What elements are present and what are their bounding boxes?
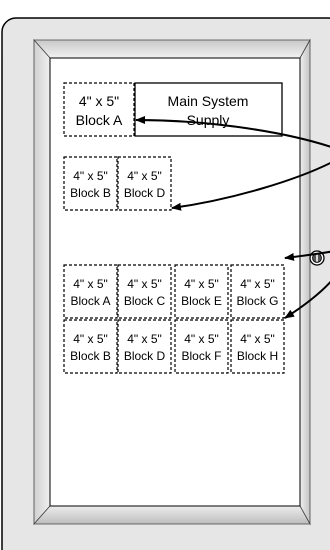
block-label: Block G <box>236 294 278 308</box>
bevel-right <box>299 38 311 526</box>
arrow-to-block-h <box>284 280 330 319</box>
block-outline <box>174 264 229 319</box>
block-size: 4" x 5" <box>184 277 219 291</box>
block-outline <box>63 82 135 137</box>
block-label: Block D <box>124 186 166 200</box>
block-outline <box>63 319 118 374</box>
block-row1-e: 4" x 5" Block E <box>174 264 229 319</box>
block-label: Block B <box>70 349 111 363</box>
block-outline <box>117 156 172 211</box>
block-top-d: 4" x 5" Block D <box>117 156 172 211</box>
block-label: Block E <box>181 294 222 308</box>
block-row-2: 4" x 5" Block B 4" x 5" Block D 4" x 5" … <box>63 319 285 374</box>
block-size: 4" x 5" <box>79 93 119 109</box>
block-row-1: 4" x 5" Block A 4" x 5" Block C 4" x 5" … <box>63 264 285 319</box>
block-size: 4" x 5" <box>240 332 275 346</box>
block-row2-d: 4" x 5" Block D <box>117 319 172 374</box>
arrows <box>135 116 330 319</box>
main-system-supply: Main System Supply <box>134 82 283 137</box>
bevel-top <box>33 39 311 59</box>
main-supply-box <box>134 82 283 137</box>
bevel-left <box>33 38 51 526</box>
block-size: 4" x 5" <box>127 169 162 183</box>
block-label: Block C <box>124 294 166 308</box>
block-label: Block F <box>181 349 221 363</box>
block-row1-g: 4" x 5" Block G <box>230 264 285 319</box>
block-size: 4" x 5" <box>184 332 219 346</box>
block-size: 4" x 5" <box>127 277 162 291</box>
arrow-to-top-block-a <box>135 116 330 148</box>
block-size: 4" x 5" <box>240 277 275 291</box>
block-top-b: 4" x 5" Block B <box>63 156 118 211</box>
block-row2-h: 4" x 5" Block H <box>230 319 285 374</box>
block-size: 4" x 5" <box>127 332 162 346</box>
block-label: Block D <box>124 349 166 363</box>
block-outline <box>230 319 285 374</box>
block-row2-f: 4" x 5" Block F <box>174 319 229 374</box>
block-outline <box>230 264 285 319</box>
block-label: Block A <box>76 112 123 128</box>
block-outline <box>174 319 229 374</box>
block-row1-a: 4" x 5" Block A <box>63 264 118 319</box>
block-outline <box>63 156 118 211</box>
block-outline <box>117 319 172 374</box>
block-outline <box>63 264 118 319</box>
arrow-to-block-g <box>284 250 330 261</box>
block-label: Block A <box>70 294 110 308</box>
arrow-to-top-block-d <box>171 162 330 211</box>
block-row2-b: 4" x 5" Block B <box>63 319 118 374</box>
bevel-bottom <box>33 505 311 525</box>
block-label: Block B <box>70 186 111 200</box>
block-row1-c: 4" x 5" Block C <box>117 264 172 319</box>
main-supply-line1: Main System <box>168 93 249 109</box>
block-size: 4" x 5" <box>73 332 108 346</box>
block-size: 4" x 5" <box>73 277 108 291</box>
block-label: Block H <box>237 349 278 363</box>
block-size: 4" x 5" <box>73 169 108 183</box>
block-top-a: 4" x 5" Block A <box>63 82 135 137</box>
block-outline <box>117 264 172 319</box>
